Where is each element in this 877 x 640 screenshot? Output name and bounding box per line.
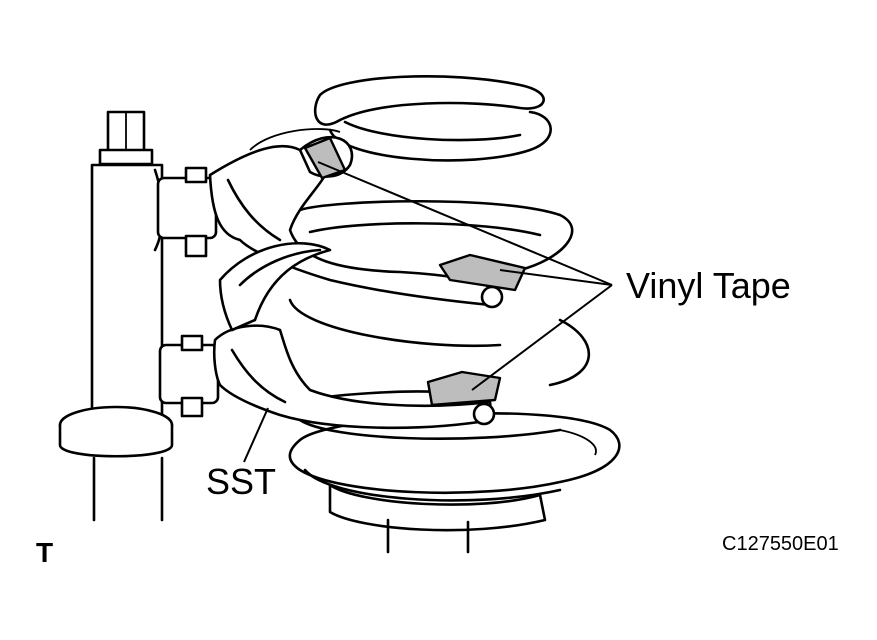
figure-code: C127550E01 (722, 533, 839, 555)
leader-sst (243, 407, 269, 463)
compressor-post (58, 110, 174, 522)
lower-spring-seat (288, 412, 621, 554)
corner-mark: T (36, 537, 53, 568)
sst-label: SST (206, 461, 276, 502)
upper-clamp-arm (156, 128, 527, 309)
leader-vinyl-tape-upper-1 (317, 161, 613, 286)
leader-lines (243, 161, 613, 463)
leader-vinyl-tape-upper-2 (499, 269, 613, 286)
leader-vinyl-tape-lower (471, 284, 613, 391)
lower-clamp-arm (158, 242, 502, 430)
vinyl-tape-label: Vinyl Tape (626, 265, 791, 306)
